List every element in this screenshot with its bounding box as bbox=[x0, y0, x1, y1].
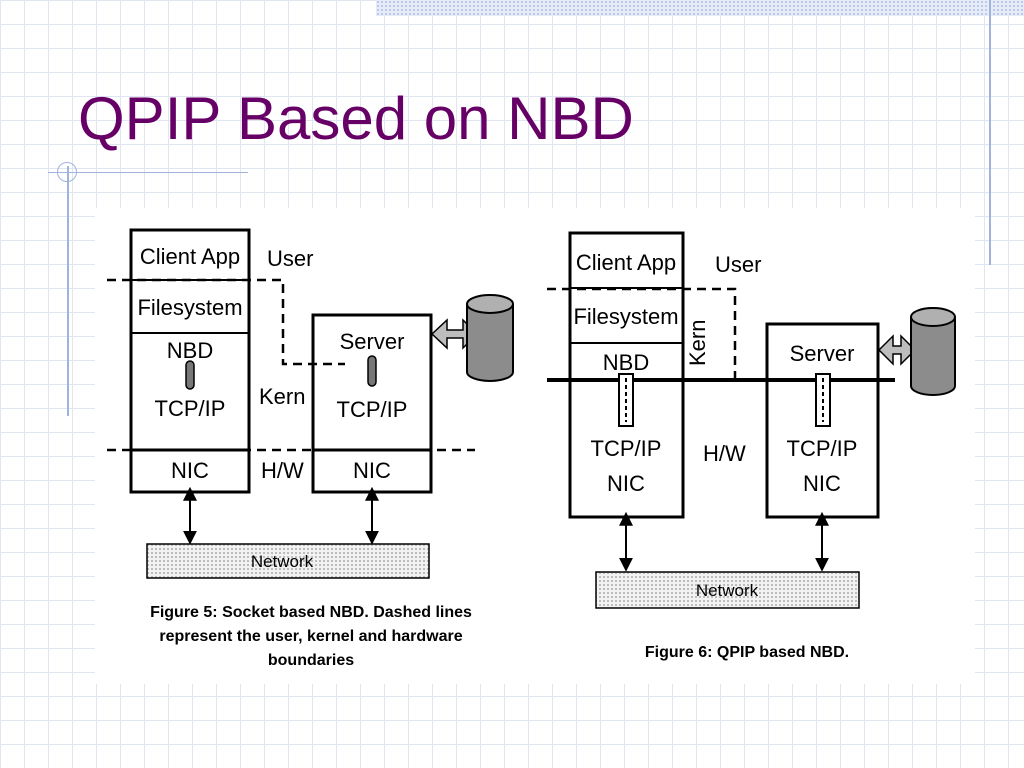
client-app-label: Client App bbox=[140, 244, 240, 269]
user-label: User bbox=[715, 252, 761, 277]
title-underline bbox=[48, 172, 248, 173]
network-bar bbox=[146, 543, 430, 579]
title-ornament-icon bbox=[57, 162, 77, 182]
figure6: Client App Filesystem NBD TCP/IP NIC Ser… bbox=[547, 231, 956, 661]
server-stack: Server TCP/IP NIC bbox=[765, 322, 880, 519]
right-decor-line bbox=[989, 0, 991, 265]
kern-label: Kern bbox=[685, 320, 710, 366]
network-label: Network bbox=[251, 552, 314, 571]
figure6-caption: Figure 6: QPIP based NBD. bbox=[645, 644, 849, 661]
kern-label: Kern bbox=[259, 384, 305, 409]
network-bar bbox=[595, 571, 860, 609]
socket-icon bbox=[185, 360, 195, 390]
nbd-label: NBD bbox=[167, 338, 213, 363]
figure5-caption-line: boundaries bbox=[268, 652, 354, 669]
server-label: Server bbox=[340, 329, 405, 354]
filesystem-label: Filesystem bbox=[137, 295, 242, 320]
hw-label: H/W bbox=[261, 458, 304, 483]
top-decor-band bbox=[376, 0, 1024, 16]
nbd-label: NBD bbox=[603, 350, 649, 375]
nic-label: NIC bbox=[171, 458, 209, 483]
diagram-figure: Client App Filesystem NBD TCP/IP NIC Ser… bbox=[95, 208, 975, 684]
disk-icon bbox=[466, 294, 514, 382]
socket-icon bbox=[367, 355, 377, 387]
nic-label: NIC bbox=[353, 458, 391, 483]
filesystem-label: Filesystem bbox=[573, 304, 678, 329]
client-app-label: Client App bbox=[576, 250, 676, 275]
client-stack: Client App Filesystem NBD TCP/IP NIC bbox=[129, 228, 251, 494]
queue-pair-icon bbox=[618, 373, 634, 427]
figure5-caption-line: Figure 5: Socket based NBD. Dashed lines bbox=[150, 604, 472, 621]
queue-pair-icon bbox=[815, 373, 831, 427]
tcpip-label: TCP/IP bbox=[337, 397, 408, 422]
tcpip-label: TCP/IP bbox=[155, 396, 226, 421]
disk-icon bbox=[910, 307, 956, 396]
server-stack: Server TCP/IP NIC bbox=[311, 313, 433, 494]
slide-title: QPIP Based on NBD bbox=[78, 85, 634, 152]
tcpip-label: TCP/IP bbox=[591, 436, 662, 461]
nic-label: NIC bbox=[803, 471, 841, 496]
server-label: Server bbox=[790, 341, 855, 366]
figure5-caption-line: represent the user, kernel and hardware bbox=[159, 628, 462, 645]
hw-label: H/W bbox=[703, 441, 746, 466]
left-decor-line bbox=[67, 166, 69, 416]
nic-label: NIC bbox=[607, 471, 645, 496]
figure5: Client App Filesystem NBD TCP/IP NIC Ser… bbox=[107, 228, 514, 669]
client-stack: Client App Filesystem NBD TCP/IP NIC bbox=[568, 231, 685, 519]
user-label: User bbox=[267, 246, 313, 271]
tcpip-label: TCP/IP bbox=[787, 436, 858, 461]
network-label: Network bbox=[696, 581, 759, 600]
